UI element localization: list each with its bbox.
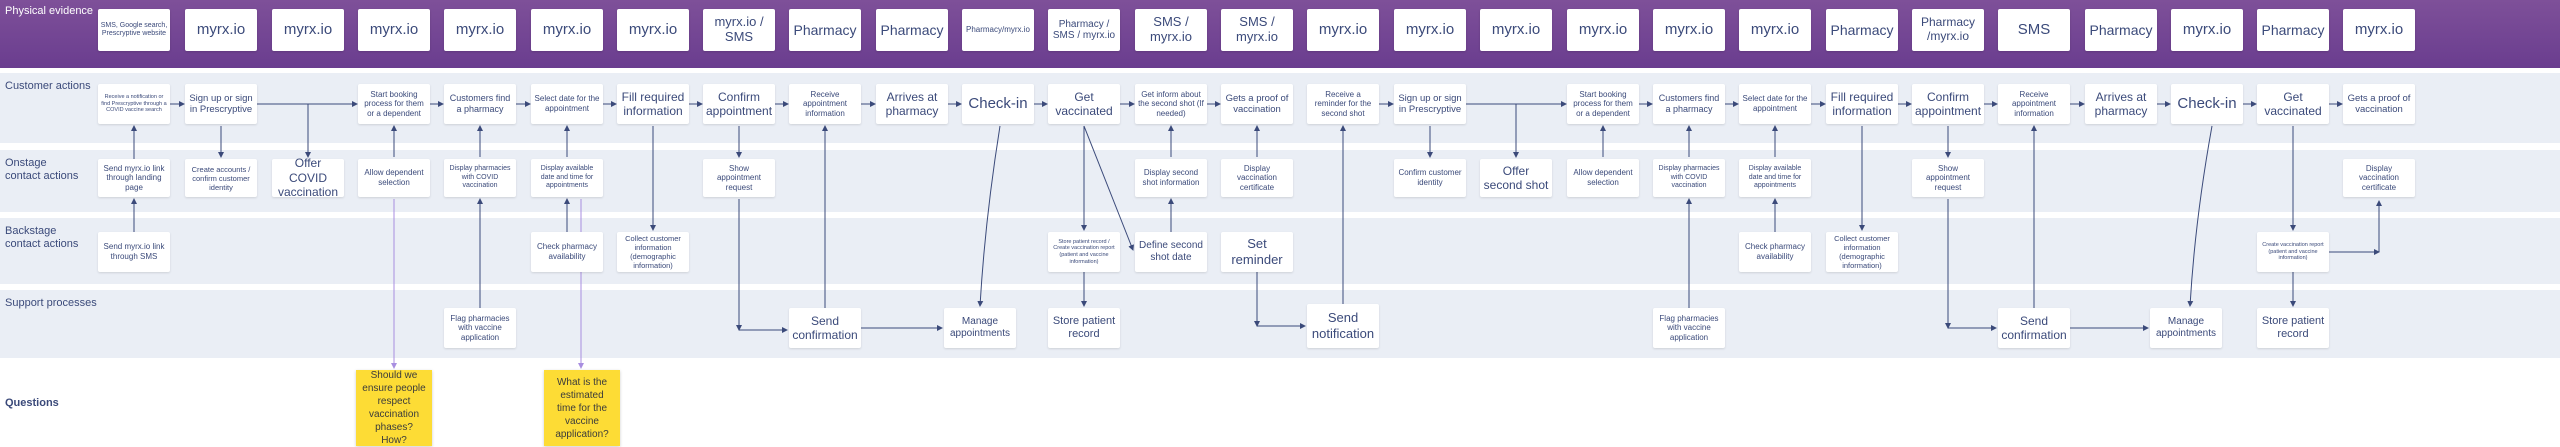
card-show-request: Show appointment request xyxy=(703,159,775,197)
evidence-box: myrx.io xyxy=(444,9,516,51)
card-check-in-2: Check-in xyxy=(2171,84,2243,124)
card-start-booking: Start booking process for them or a depe… xyxy=(358,84,430,124)
card-create-report: Create vaccination report (patient and v… xyxy=(2257,232,2329,272)
card-offer-covid: Offer COVID vaccination xyxy=(272,156,344,199)
card-allow-dependent-2: Allow dependent selection xyxy=(1567,159,1639,197)
card-send-link-sms: Send myrx.io link through SMS xyxy=(98,232,170,272)
card-allow-dependent: Allow dependent selection xyxy=(358,159,430,197)
card-store-patient-record: Store patient record xyxy=(1048,308,1120,348)
card-arrives-pharmacy-2: Arrives at pharmacy xyxy=(2085,84,2157,124)
card-offer-second-shot: Offer second shot xyxy=(1480,159,1552,197)
card-gets-proof-2: Gets a proof of vaccination xyxy=(2343,84,2415,124)
evidence-box: myrx.io xyxy=(358,9,430,51)
card-display-certificate-2: Display vaccination certificate xyxy=(2343,159,2415,197)
evidence-box: myrx.io xyxy=(2171,9,2243,51)
question-sticky-estimated-time: What is the estimated time for the vacci… xyxy=(544,370,620,446)
card-start-booking-2: Start booking process for them or a depe… xyxy=(1567,84,1639,124)
evidence-box: Pharmacy xyxy=(2257,9,2329,51)
card-receive-appointment-2: Receive appointment information xyxy=(1998,84,2070,124)
card-confirm-appointment: Confirm appointment xyxy=(703,84,775,124)
evidence-box: myrx.io xyxy=(272,9,344,51)
questions-label: Questions xyxy=(5,397,59,409)
card-display-certificate: Display vaccination certificate xyxy=(1221,159,1293,197)
card-select-date-2: Select date for the appointment xyxy=(1739,84,1811,124)
card-send-confirmation: Send confirmation xyxy=(789,308,861,348)
card-find-pharmacy: Customers find a pharmacy xyxy=(444,84,516,124)
card-display-pharmacies-2: Display pharmacies with COVID vaccinatio… xyxy=(1653,159,1725,197)
card-find-pharmacy-2: Customers find a pharmacy xyxy=(1653,84,1725,124)
card-set-reminder: Set reminder xyxy=(1221,232,1293,272)
evidence-box: SMS / myrx.io xyxy=(1135,9,1207,51)
card-check-availability: Check pharmacy availability xyxy=(531,232,603,272)
card-store-record-report: Store patient record / Create vaccinatio… xyxy=(1048,232,1120,272)
card-send-notification: Send notification xyxy=(1307,304,1379,348)
card-collect-information: Collect customer information (demographi… xyxy=(617,232,689,272)
evidence-box: Pharmacy xyxy=(2085,9,2157,51)
evidence-box: Pharmacy/myrx.io xyxy=(962,9,1034,51)
card-check-availability-2: Check pharmacy availability xyxy=(1739,232,1811,272)
evidence-box: myrx.io xyxy=(1480,9,1552,51)
physical-evidence-label: Physical evidence xyxy=(5,5,94,17)
card-manage-appointments-2: Manage appointments xyxy=(2150,308,2222,348)
card-display-pharmacies: Display pharmacies with COVID vaccinatio… xyxy=(444,159,516,197)
card-get-vaccinated-2: Get vaccinated xyxy=(2257,84,2329,124)
card-show-request-2: Show appointment request xyxy=(1912,159,1984,197)
evidence-box: myrx.io xyxy=(185,9,257,51)
card-flag-pharmacies-2: Flag pharmacies with vaccine application xyxy=(1653,308,1725,348)
card-fill-information: Fill required information xyxy=(617,84,689,124)
question-sticky-vaccination-phases: Should we ensure people respect vaccinat… xyxy=(356,370,432,446)
evidence-box: myrx.io xyxy=(1567,9,1639,51)
card-define-second-shot: Define second shot date xyxy=(1135,232,1207,272)
backstage-label: Backstage contact actions xyxy=(5,225,79,250)
card-display-second-shot-info: Display second shot information xyxy=(1135,159,1207,197)
card-create-accounts: Create accounts / confirm customer ident… xyxy=(185,159,257,197)
card-get-inform-second: Get inform about the second shot (If nee… xyxy=(1135,84,1207,124)
evidence-box: SMS xyxy=(1998,9,2070,51)
card-send-confirmation-2: Send confirmation xyxy=(1998,308,2070,348)
evidence-box: SMS / myrx.io xyxy=(1221,9,1293,51)
card-get-vaccinated: Get vaccinated xyxy=(1048,84,1120,124)
card-flag-pharmacies: Flag pharmacies with vaccine application xyxy=(444,308,516,348)
evidence-box: myrx.io xyxy=(531,9,603,51)
card-collect-information-2: Collect customer information (demographi… xyxy=(1826,232,1898,272)
card-receive-appointment: Receive appointment information xyxy=(789,84,861,124)
card-receive-notification: Receive a notification or find Prescrypt… xyxy=(98,84,170,124)
customer-actions-label: Customer actions xyxy=(5,80,91,92)
evidence-box: Pharmacy /myrx.io xyxy=(1912,9,1984,51)
support-processes-label: Support processes xyxy=(5,297,97,309)
evidence-box: Pharmacy xyxy=(789,9,861,51)
card-send-link-landing: Send myrx.io link through landing page xyxy=(98,159,170,197)
evidence-box: Pharmacy xyxy=(1826,9,1898,51)
card-gets-proof: Gets a proof of vaccination xyxy=(1221,84,1293,124)
evidence-box: myrx.io xyxy=(1653,9,1725,51)
evidence-box: myrx.io xyxy=(1307,9,1379,51)
evidence-box: SMS, Google search, Prescryptive website xyxy=(98,9,170,51)
card-display-dates-2: Display available date and time for appo… xyxy=(1739,159,1811,197)
evidence-box: Pharmacy xyxy=(876,9,948,51)
card-select-date: Select date for the appointment xyxy=(531,84,603,124)
evidence-box: myrx.io / SMS xyxy=(703,9,775,51)
card-manage-appointments: Manage appointments xyxy=(944,308,1016,348)
card-confirm-identity: Confirm customer identity xyxy=(1394,159,1466,197)
evidence-box: myrx.io xyxy=(1739,9,1811,51)
card-sign-up-2: Sign up or sign in Prescryptive xyxy=(1394,84,1466,124)
evidence-box: myrx.io xyxy=(617,9,689,51)
card-check-in: Check-in xyxy=(962,84,1034,124)
evidence-box: myrx.io xyxy=(2343,9,2415,51)
evidence-box: myrx.io xyxy=(1394,9,1466,51)
card-sign-up: Sign up or sign in Prescryptive xyxy=(185,84,257,124)
card-store-patient-record-2: Store patient record xyxy=(2257,308,2329,348)
card-arrives-pharmacy: Arrives at pharmacy xyxy=(876,84,948,124)
card-receive-reminder: Receive a reminder for the second shot xyxy=(1307,84,1379,124)
onstage-label: Onstage contact actions xyxy=(5,157,79,182)
card-confirm-appointment-2: Confirm appointment xyxy=(1912,84,1984,124)
card-fill-information-2: Fill required information xyxy=(1826,84,1898,124)
card-display-dates: Display available date and time for appo… xyxy=(531,159,603,197)
support-processes-lane: Support processes xyxy=(0,290,2560,358)
evidence-box: Pharmacy / SMS / myrx.io xyxy=(1048,9,1120,51)
